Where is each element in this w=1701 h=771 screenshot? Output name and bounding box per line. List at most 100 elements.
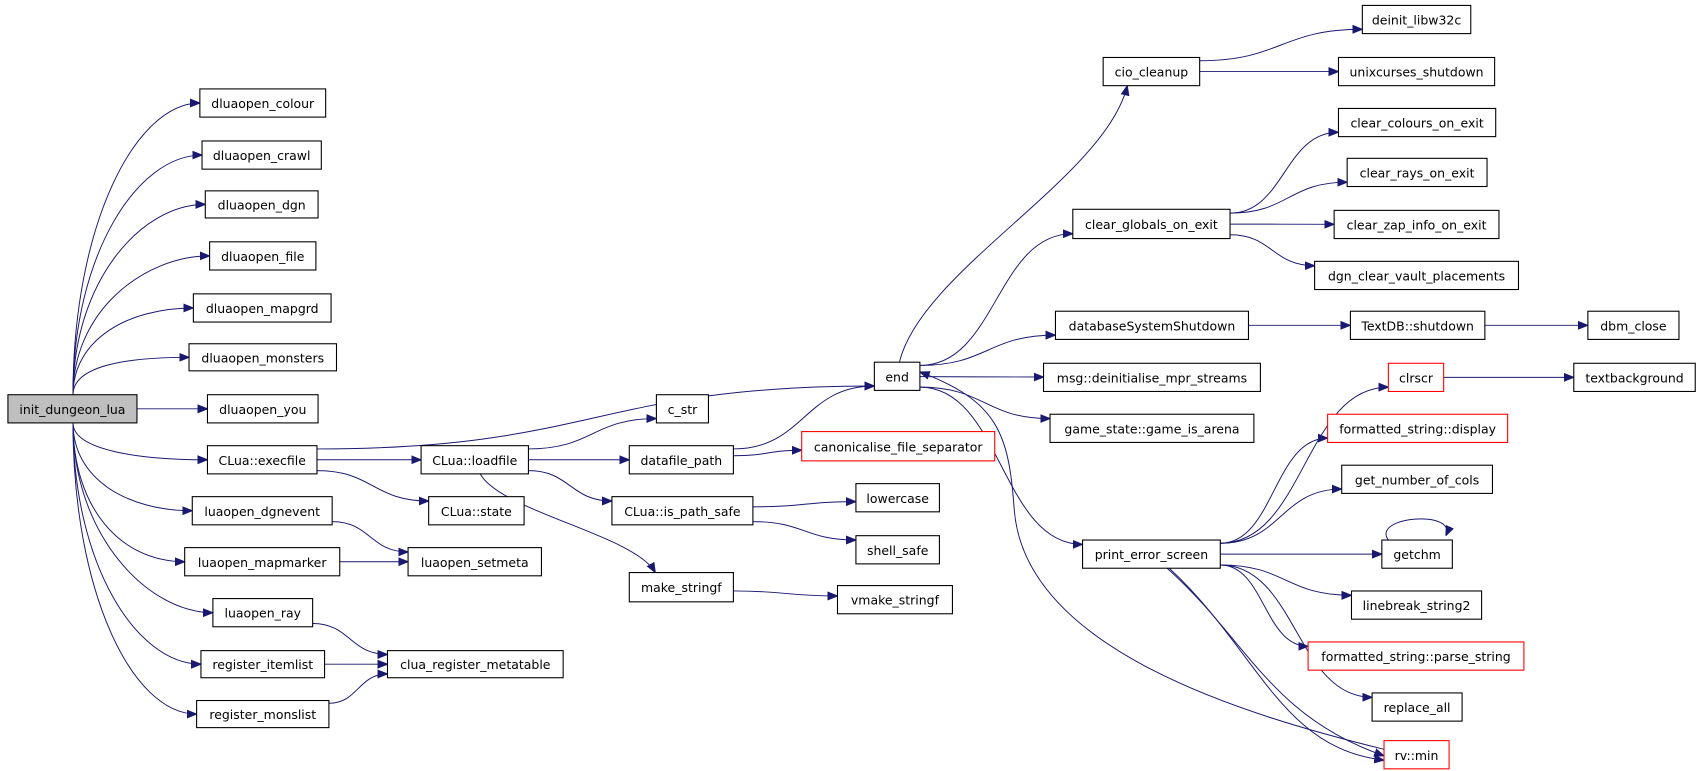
node-textdb-shutdown[interactable]: TextDB::shutdown (1349, 310, 1486, 340)
node-luaopen-ray[interactable]: luaopen_ray (212, 598, 314, 628)
node-box (1337, 107, 1497, 138)
edge-cio_cleanup-to-deinit_libw32c (1199, 29, 1363, 62)
node-cio-cleanup[interactable]: cio_cleanup (1102, 56, 1201, 87)
node-box (7, 394, 138, 424)
edge-end-to-rv_min (920, 372, 1385, 750)
node-box (1361, 4, 1472, 35)
edge-print_error_screen-to-get_number_of_cols (1220, 489, 1341, 544)
node-formatted-string-parse-string[interactable]: formatted_string::parse_string (1307, 641, 1525, 671)
node-label: canonicalise_file_separator (814, 439, 983, 454)
node-label: textbackground (1585, 370, 1683, 385)
edge-init_dungeon_lua-to-dluaopen_crawl (72, 155, 202, 395)
node-box (184, 547, 341, 577)
node-luaopen-mapmarker[interactable]: luaopen_mapmarker (184, 547, 341, 577)
node-dgn-clear-vault-placements[interactable]: dgn_clear_vault_placements (1314, 260, 1520, 291)
node-rv-min[interactable]: rv::min (1383, 740, 1450, 770)
node-datafile-path[interactable]: datafile_path (628, 445, 734, 475)
node-box (209, 241, 317, 271)
node-box (1381, 539, 1453, 569)
node-replace-all[interactable]: replace_all (1371, 692, 1463, 722)
node-label: make_stringf (641, 580, 722, 595)
node-clua-is-path-safe[interactable]: CLua::is_path_safe (611, 496, 754, 526)
node-end[interactable]: end (873, 361, 921, 391)
node-clua-state[interactable]: CLua::state (428, 496, 525, 526)
node-label: CLua::is_path_safe (624, 504, 740, 519)
edge-datafile_path-to-end (733, 386, 874, 450)
node-linebreak-string2[interactable]: linebreak_string2 (1350, 590, 1483, 620)
edge-print_error_screen-to-formatted_string_display (1220, 438, 1327, 544)
node-box (1102, 56, 1201, 87)
node-formatted-string-display[interactable]: formatted_string::display (1327, 413, 1509, 443)
node-label: deinit_libw32c (1372, 13, 1461, 28)
node-dluaopen-mapgrd[interactable]: dluaopen_mapgrd (192, 293, 332, 323)
node-game-state-game-is-arena[interactable]: game_state::game_is_arena (1049, 413, 1255, 443)
node-luaopen-setmeta[interactable]: luaopen_setmeta (407, 547, 542, 577)
edge-init_dungeon_lua-to-dluaopen_monsters (72, 357, 189, 395)
node-dluaopen-file[interactable]: dluaopen_file (209, 241, 317, 271)
node-textbackground[interactable]: textbackground (1573, 362, 1696, 393)
node-label: dluaopen_crawl (213, 148, 311, 163)
node-label: luaopen_setmeta (421, 555, 529, 570)
node-databaseSystemShutdown[interactable]: databaseSystemShutdown (1054, 310, 1250, 340)
node-canonicalise-file-separator[interactable]: canonicalise_file_separator (801, 431, 996, 462)
node-c-str[interactable]: c_str (655, 394, 709, 424)
node-label: game_state::game_is_arena (1064, 421, 1239, 436)
node-luaopen-dgnevent[interactable]: luaopen_dgnevent (191, 496, 333, 526)
node-lowercase[interactable]: lowercase (855, 483, 940, 513)
node-clua-loadfile[interactable]: CLua::loadfile (420, 445, 529, 475)
node-clua-execfile[interactable]: CLua::execfile (206, 445, 318, 475)
node-box (1082, 539, 1221, 569)
node-box (1350, 590, 1483, 620)
edge-clua_execfile-to-end (316, 386, 874, 450)
node-shell-safe[interactable]: shell_safe (855, 535, 940, 565)
node-box (655, 394, 709, 424)
node-box (1573, 362, 1696, 393)
node-clrscr[interactable]: clrscr (1387, 362, 1445, 393)
node-label: clear_globals_on_exit (1085, 217, 1218, 232)
node-label: dbm_close (1600, 318, 1666, 333)
node-clear-globals-on-exit[interactable]: clear_globals_on_exit (1072, 208, 1231, 240)
node-box (1337, 56, 1496, 87)
node-dluaopen-monsters[interactable]: dluaopen_monsters (188, 343, 338, 372)
node-label: clear_rays_on_exit (1360, 165, 1475, 180)
node-clear-colours-on-exit[interactable]: clear_colours_on_exit (1337, 107, 1497, 138)
edge-print_error_screen-to-clrscr (1220, 387, 1388, 544)
node-msg-deinitialise-mpr-streams[interactable]: msg::deinitialise_mpr_streams (1042, 362, 1261, 393)
node-dluaopen-colour[interactable]: dluaopen_colour (199, 88, 327, 118)
node-label: formatted_string::display (1339, 421, 1496, 436)
node-label: lowercase (866, 491, 928, 506)
node-clua-register-metatable[interactable]: clua_register_metatable (386, 650, 564, 679)
node-label: dluaopen_you (219, 402, 306, 417)
edge-print_error_screen-to-formatted_string_parse_string (1220, 564, 1308, 646)
node-unixcurses-shutdown[interactable]: unixcurses_shutdown (1337, 56, 1496, 87)
edge-init_dungeon_lua-to-dluaopen_colour (72, 103, 200, 395)
node-dluaopen-crawl[interactable]: dluaopen_crawl (201, 140, 322, 170)
node-dluaopen-you[interactable]: dluaopen_you (206, 394, 319, 424)
node-dbm-close[interactable]: dbm_close (1587, 310, 1680, 340)
node-get-number-of-cols[interactable]: get_number_of_cols (1341, 464, 1493, 494)
node-init-dungeon-lua[interactable]: init_dungeon_lua (7, 394, 138, 424)
edge-end-to-game_state_game_is_arena (919, 386, 1050, 418)
edge-print_error_screen-to-rv_min (1168, 567, 1384, 760)
node-label: linebreak_string2 (1363, 598, 1471, 613)
node-label: unixcurses_shutdown (1350, 65, 1484, 80)
node-dluaopen-dgn[interactable]: dluaopen_dgn (204, 190, 319, 219)
node-label: clua_register_metatable (400, 657, 550, 672)
node-register-itemlist[interactable]: register_itemlist (200, 650, 326, 679)
node-make-stringf[interactable]: make_stringf (628, 572, 734, 603)
node-box (192, 293, 332, 323)
node-box (1341, 464, 1493, 494)
edge-clua_loadfile-to-make_stringf (479, 473, 655, 573)
edge-end-to-print_error_screen (919, 386, 1083, 544)
node-print-error-screen[interactable]: print_error_screen (1082, 539, 1221, 569)
node-getchm[interactable]: getchm (1381, 539, 1453, 569)
edge-init_dungeon_lua-to-dluaopen_dgn (72, 204, 205, 395)
node-box (206, 394, 319, 424)
node-deinit-libw32c[interactable]: deinit_libw32c (1361, 4, 1472, 35)
node-label: TextDB::shutdown (1360, 318, 1474, 333)
node-register-monslist[interactable]: register_monslist (196, 699, 330, 729)
node-clear-zap-info-on-exit[interactable]: clear_zap_info_on_exit (1333, 209, 1500, 240)
node-clear-rays-on-exit[interactable]: clear_rays_on_exit (1346, 157, 1488, 188)
node-vmake-stringf[interactable]: vmake_stringf (836, 585, 953, 615)
